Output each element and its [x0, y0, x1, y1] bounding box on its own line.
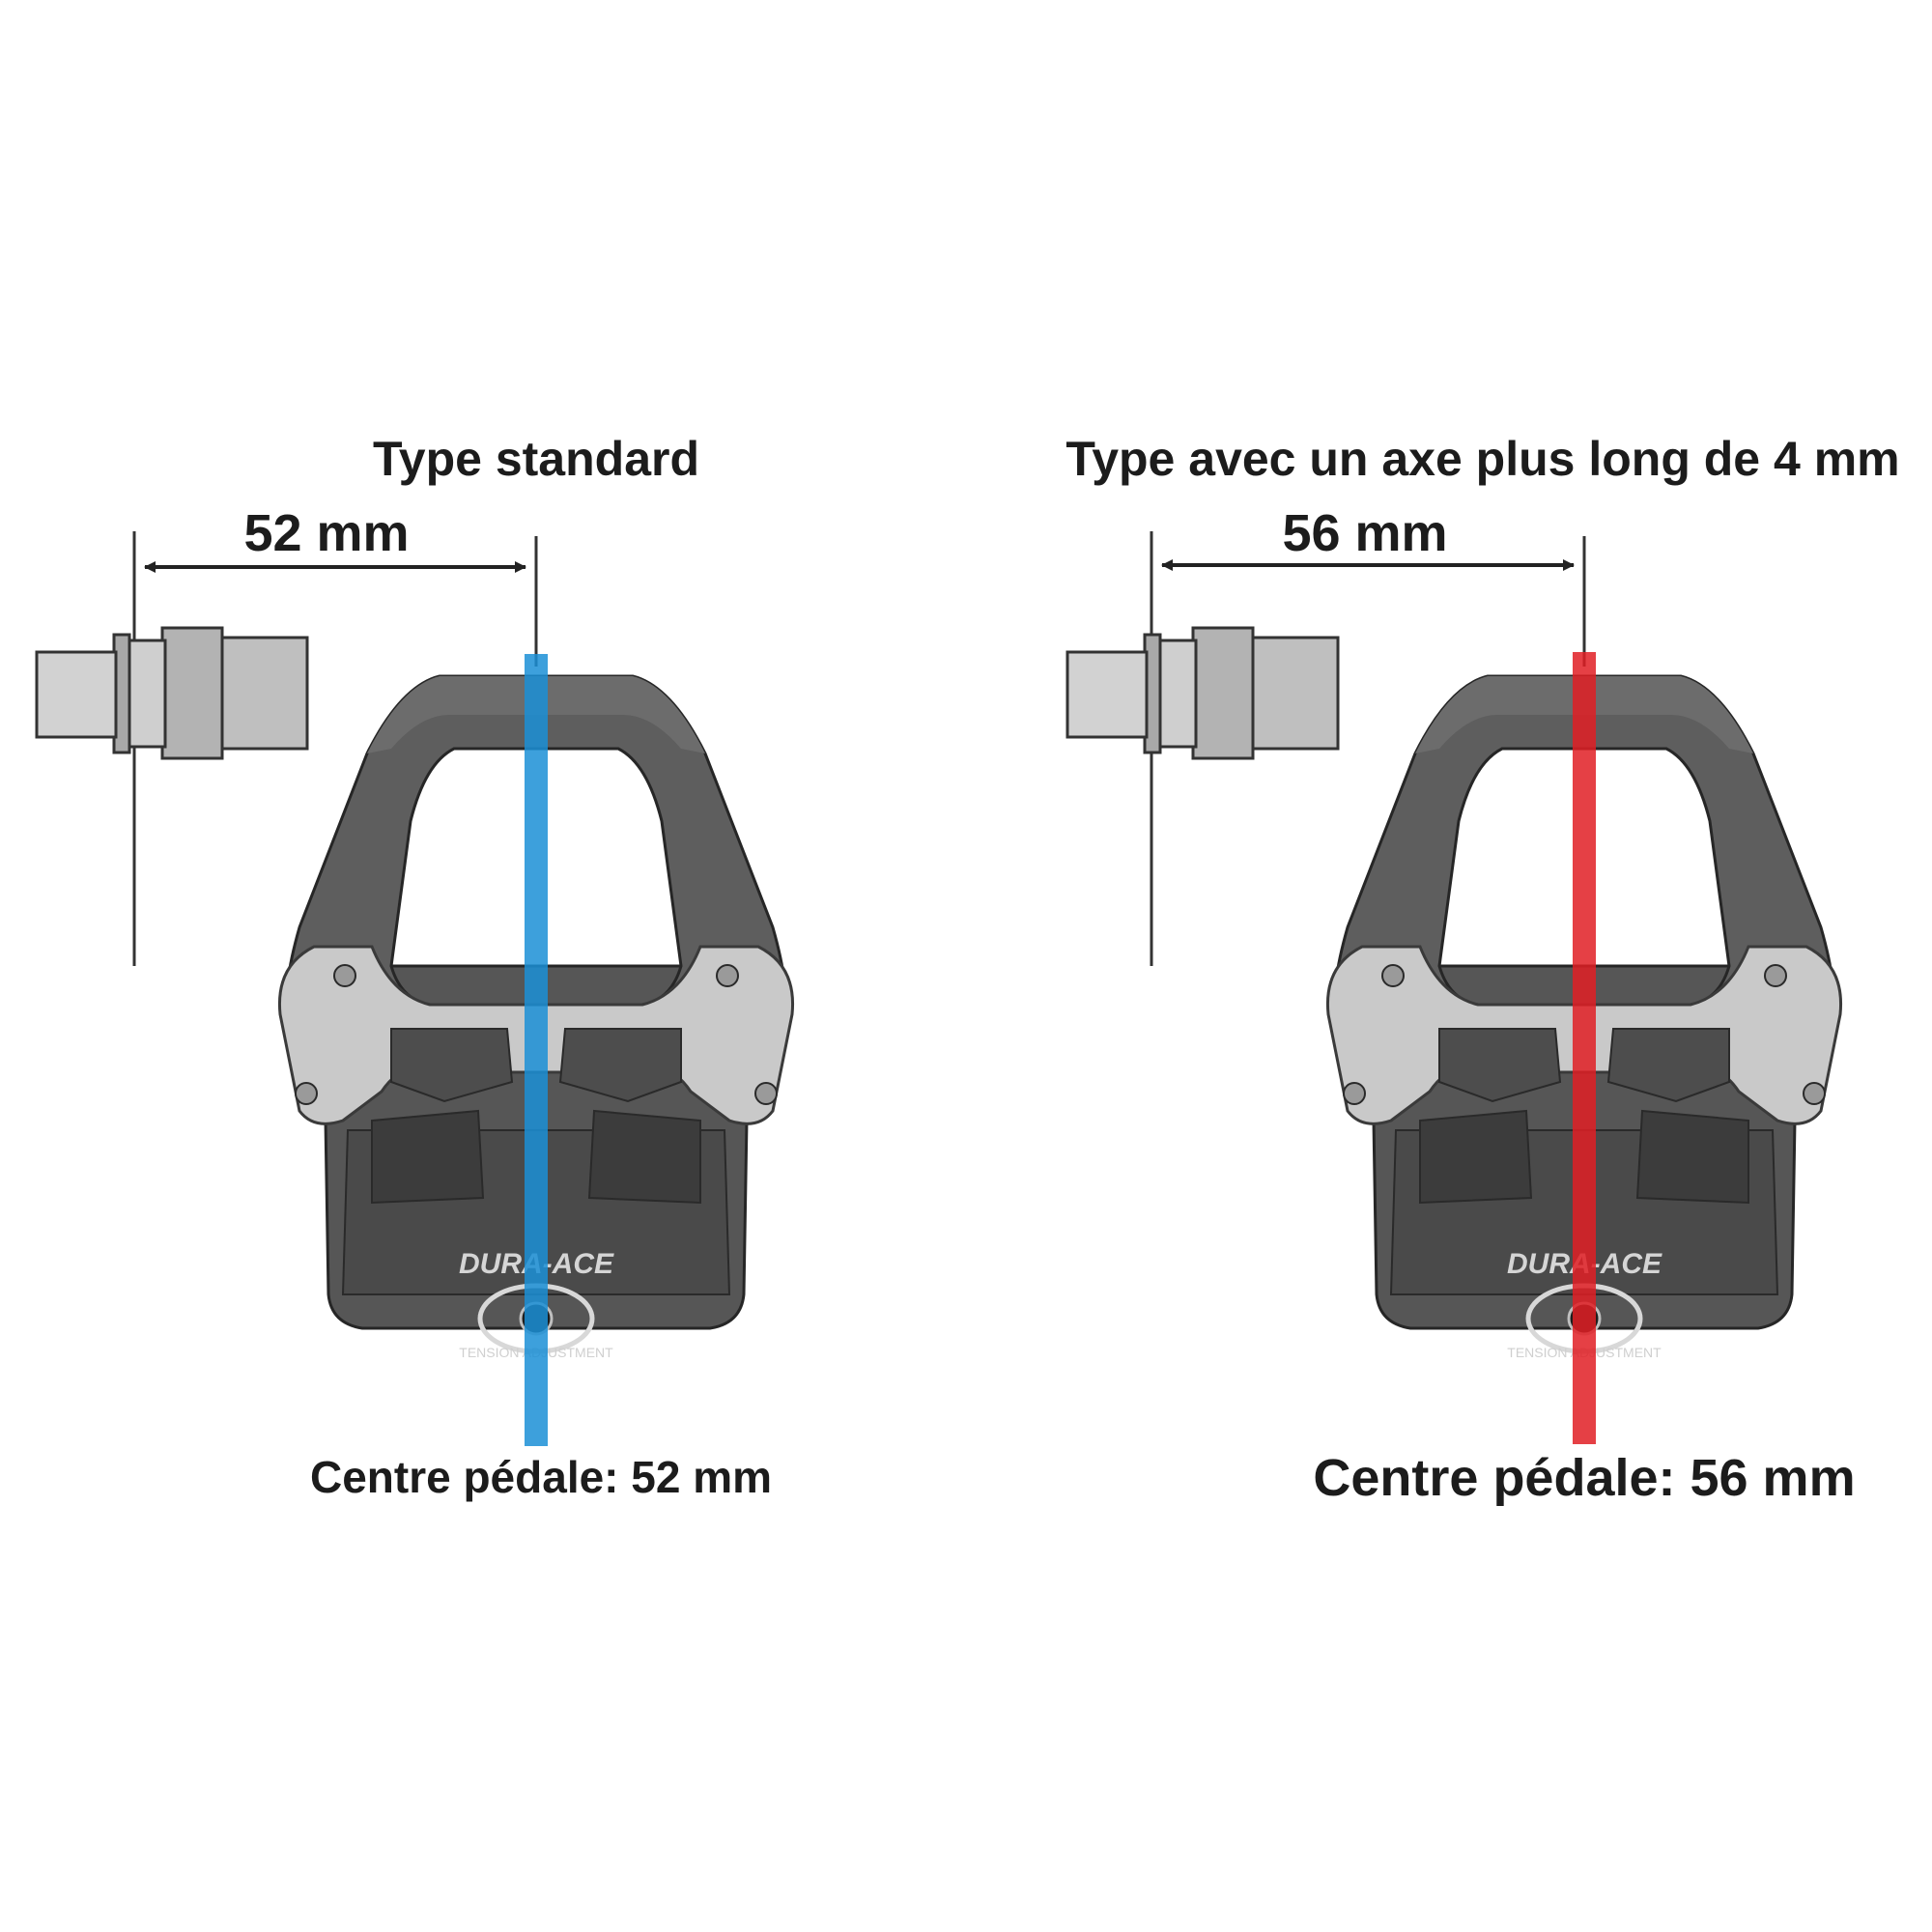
panel-title: Type avec un axe plus long de 4 mm: [1065, 432, 1899, 486]
pedal-centre-label: Centre pédale: 56 mm: [1313, 1449, 1855, 1507]
panel-standard: Type standard 52 mm DURA-ACE TENSION ADJ…: [35, 432, 793, 1502]
pedal-illustration: DURA-ACE TENSION ADJUSTMENT: [1065, 626, 1841, 1360]
dimension-label: 56 mm: [1282, 504, 1447, 562]
dimension-label: 52 mm: [243, 504, 409, 562]
panel-long-axle: Type avec un axe plus long de 4 mm 56 mm…: [1065, 432, 1899, 1507]
panel-title: Type standard: [373, 432, 699, 486]
pedal-centre-axis-line: [1573, 652, 1596, 1444]
pedal-centre-axis-line: [525, 654, 548, 1446]
pedal-illustration: DURA-ACE TENSION ADJUSTMENT: [35, 626, 793, 1360]
pedal-centre-label: Centre pédale: 52 mm: [310, 1452, 772, 1502]
